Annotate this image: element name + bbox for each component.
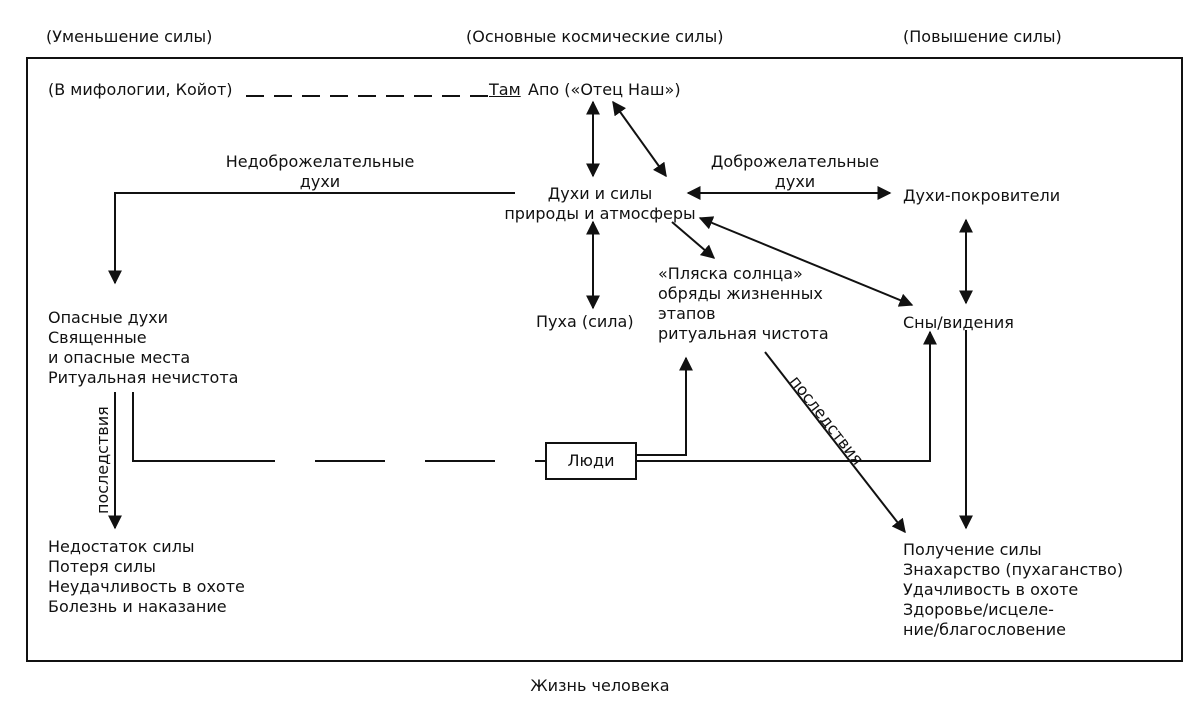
gain-of-power-node: Получение силы Знахарство (пухаганство) … bbox=[903, 540, 1124, 639]
arrow-to-dangerous bbox=[108, 192, 515, 285]
tam-label: Там bbox=[489, 80, 521, 99]
dangerous-spirits-node: Опасные духи Священные и опасные места Р… bbox=[48, 308, 239, 387]
arrow-apo-nature-diag bbox=[612, 100, 667, 178]
consequences-left-label: последствия bbox=[93, 406, 112, 514]
benevolent-label: Доброжелательные духи bbox=[710, 152, 880, 191]
nature-spirits-node: Духи и силы природы и атмосферы bbox=[504, 184, 696, 223]
pukha-node: Пуха (сила) bbox=[536, 312, 634, 331]
header-left: (Уменьшение силы) bbox=[46, 27, 213, 46]
arrow-nature-sundance bbox=[671, 221, 716, 259]
mythology-label: (В мифологии, Койот) bbox=[48, 80, 233, 99]
guardian-spirits-node: Духи-покровители bbox=[903, 186, 1061, 205]
outer-frame bbox=[26, 57, 1183, 662]
arrow-people-sundance bbox=[636, 356, 693, 456]
header-center: (Основные космические силы) bbox=[466, 27, 724, 46]
header-right: (Повышение силы) bbox=[903, 27, 1062, 46]
line-dangerous-people bbox=[132, 392, 205, 462]
people-node: Люди bbox=[567, 451, 615, 470]
apo-label: Апо («Отец Наш») bbox=[528, 80, 681, 99]
dreams-node: Сны/видения bbox=[903, 313, 1014, 332]
lack-of-power-node: Недостаток силы Потеря силы Неудачливост… bbox=[48, 537, 245, 616]
sun-dance-node: «Пляска солнца» обряды жизненных этапов … bbox=[658, 264, 829, 343]
people-box bbox=[545, 442, 637, 480]
malevolent-label: Недоброжелательные духи bbox=[225, 152, 415, 191]
arrow-people-dreams bbox=[636, 330, 937, 462]
arrow-sundance-gain bbox=[764, 351, 906, 534]
arrow-nature-dreams bbox=[698, 216, 914, 307]
footer-caption: Жизнь человека bbox=[530, 676, 670, 695]
